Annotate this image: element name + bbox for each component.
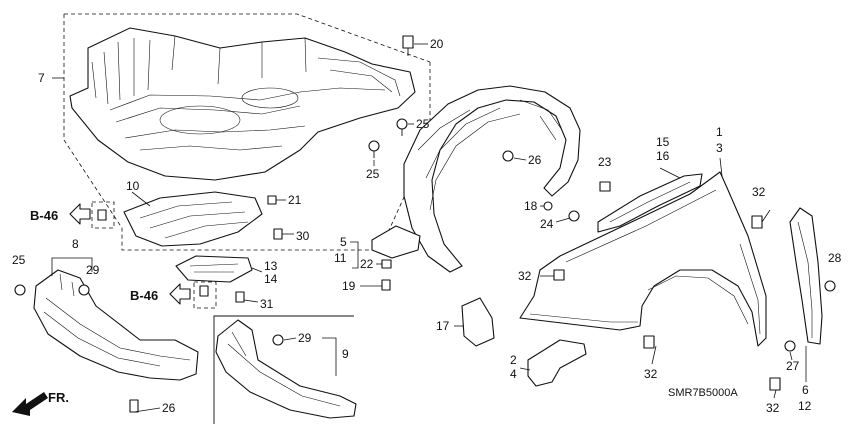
ref-label-upper: B-46 bbox=[30, 208, 58, 223]
leader-lines bbox=[133, 43, 793, 413]
callout-20: 20 bbox=[430, 37, 444, 51]
callout-23: 23 bbox=[598, 155, 612, 169]
callout-25-bumper: 25 bbox=[12, 253, 26, 267]
callout-19: 19 bbox=[342, 279, 356, 293]
bumper-upper-beam-frame bbox=[213, 315, 357, 424]
splash-guard bbox=[454, 297, 495, 347]
reference-labels: B-46 B-46 FR. SMR7B5000A bbox=[30, 208, 738, 405]
callout-9: 9 bbox=[342, 347, 349, 361]
callout-10: 10 bbox=[126, 179, 140, 193]
bolt-31 bbox=[235, 291, 245, 303]
callout-2: 2 bbox=[510, 353, 517, 367]
bolt-32b bbox=[751, 215, 763, 229]
callout-12: 12 bbox=[798, 399, 812, 413]
callout-32-inner: 32 bbox=[518, 269, 532, 283]
callout-3: 3 bbox=[716, 141, 723, 155]
callout-26-fender: 26 bbox=[528, 153, 542, 167]
callout-32-right: 32 bbox=[752, 185, 766, 199]
clip-18 bbox=[543, 201, 553, 211]
callout-29-beam: 29 bbox=[298, 331, 312, 345]
callout-5: 5 bbox=[340, 235, 347, 249]
ref-box-lower bbox=[169, 281, 217, 309]
callout-17: 17 bbox=[436, 319, 450, 333]
callout-32-lower: 32 bbox=[644, 367, 658, 381]
clip-25a bbox=[396, 118, 408, 136]
callout-15: 15 bbox=[656, 135, 670, 149]
clip-25b bbox=[368, 140, 380, 158]
front-fender bbox=[519, 157, 767, 347]
clip-28 bbox=[824, 280, 836, 292]
clip-27 bbox=[784, 340, 796, 352]
callout-22: 22 bbox=[360, 257, 374, 271]
clip-26b bbox=[502, 150, 514, 162]
nut-23 bbox=[599, 181, 611, 192]
callout-1: 1 bbox=[716, 125, 723, 139]
callout-labels: 7 20 25 25 10 21 30 13 14 31 8 25 29 26 … bbox=[12, 37, 842, 415]
fender-side-spacer bbox=[789, 207, 823, 382]
fasteners bbox=[14, 35, 836, 413]
clip-21 bbox=[267, 195, 277, 205]
bolt-ref-upper bbox=[97, 209, 107, 221]
callout-11: 11 bbox=[334, 251, 347, 265]
clip-29b bbox=[272, 334, 284, 346]
small-undercover bbox=[175, 255, 263, 283]
callout-14: 14 bbox=[264, 272, 278, 286]
callout-24: 24 bbox=[540, 217, 554, 231]
front-bumper-absorber bbox=[33, 257, 199, 381]
callout-4: 4 bbox=[510, 367, 517, 381]
bolt-32a bbox=[553, 269, 565, 281]
front-undercover bbox=[69, 27, 416, 181]
diagram-code: SMR7B5000A bbox=[668, 387, 738, 399]
callout-30: 30 bbox=[296, 229, 310, 243]
callout-8: 8 bbox=[72, 237, 79, 251]
clip-29a bbox=[78, 284, 90, 296]
callout-6: 6 bbox=[802, 383, 809, 397]
clip-24 bbox=[568, 210, 580, 222]
bolt-32d bbox=[769, 377, 781, 391]
callout-31: 31 bbox=[260, 297, 274, 311]
front-arrow bbox=[12, 392, 48, 416]
ref-box-upper bbox=[69, 201, 115, 229]
callout-16: 16 bbox=[656, 149, 670, 163]
nut-22 bbox=[381, 259, 392, 269]
ref-label-lower: B-46 bbox=[130, 288, 158, 303]
clip-25c bbox=[14, 284, 26, 296]
bolt-19 bbox=[381, 279, 391, 291]
callout-29-bumper: 29 bbox=[86, 263, 100, 277]
bolt-30 bbox=[273, 228, 283, 240]
callout-28: 28 bbox=[828, 251, 842, 265]
callout-25-upper: 25 bbox=[416, 117, 430, 131]
bolt-26a bbox=[129, 399, 139, 413]
bolt-20 bbox=[402, 35, 414, 56]
bolt-ref-lower bbox=[199, 285, 209, 297]
fender-lower-bracket bbox=[519, 339, 587, 387]
callout-18: 18 bbox=[524, 199, 538, 213]
undercover-group-frame bbox=[52, 13, 431, 251]
callout-32-bottom: 32 bbox=[766, 401, 780, 415]
lower-cover bbox=[123, 191, 263, 247]
callout-21: 21 bbox=[288, 193, 302, 207]
callout-13: 13 bbox=[264, 259, 278, 273]
callout-25-lower: 25 bbox=[366, 167, 380, 181]
callout-27: 27 bbox=[786, 359, 800, 373]
front-inner-fender bbox=[350, 85, 581, 273]
callout-7: 7 bbox=[38, 71, 45, 85]
bolt-32c bbox=[643, 335, 655, 349]
callout-26-bumper: 26 bbox=[162, 401, 176, 415]
front-label: FR. bbox=[48, 390, 69, 405]
